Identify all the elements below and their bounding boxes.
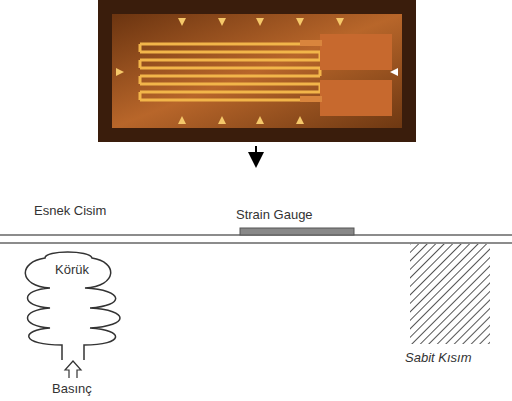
bellows <box>25 252 120 360</box>
part-label: Strain Gauge <box>236 207 313 223</box>
pressure-arrow <box>65 361 81 378</box>
gauge-photo <box>98 0 416 142</box>
flexible-beam <box>0 235 512 243</box>
part-label: Esnek Cisim <box>34 203 106 219</box>
fixed-part <box>410 244 490 344</box>
down-arrow <box>255 146 257 160</box>
part-label: Körük <box>54 262 90 278</box>
part-label: Sabit Kısım <box>404 350 472 366</box>
part-label: Basınç <box>52 381 92 397</box>
gauge-bar <box>240 228 354 235</box>
